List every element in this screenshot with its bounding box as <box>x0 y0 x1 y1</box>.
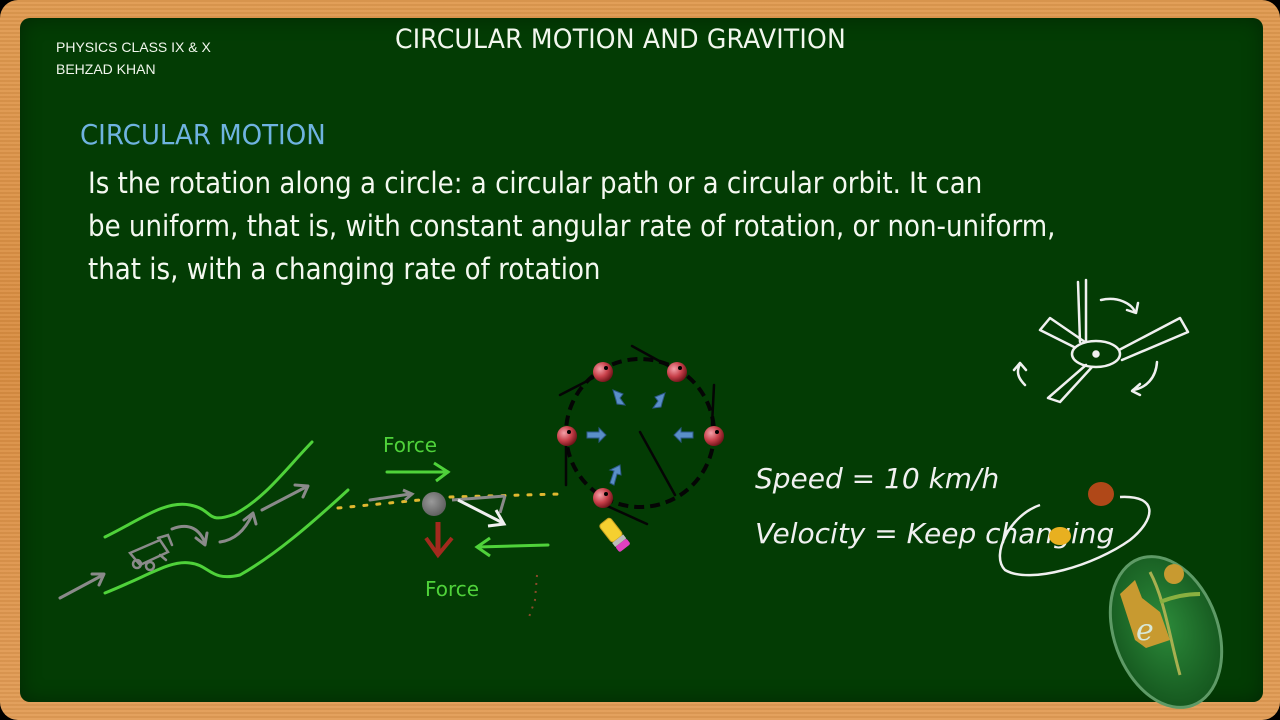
circular-motion-diagram <box>557 344 724 552</box>
ceiling-fan-icon <box>1012 278 1190 404</box>
section-title: CIRCULAR MOTION <box>80 118 326 151</box>
car-icon <box>127 533 174 572</box>
motion-arrows <box>58 483 310 600</box>
definition-text: Is the rotation along a circle: a circul… <box>88 162 1123 291</box>
orbiting-balls <box>557 362 724 508</box>
pencil-eraser-icon <box>599 517 630 552</box>
force-label-top: Force <box>383 433 437 457</box>
definition-line: Is the rotation along a circle: a circul… <box>88 166 983 200</box>
force-label-bottom: Force <box>425 577 479 601</box>
instructor-name: BEHZAD KHAN <box>56 61 156 77</box>
definition-line: be uniform, that is, with constant angul… <box>88 209 1056 243</box>
course-name: PHYSICS CLASS IX & X <box>56 39 211 55</box>
chalkboard <box>20 18 1263 702</box>
sun <box>1049 527 1071 545</box>
orbit-drawing <box>998 482 1151 577</box>
speed-note: Speed = 10 km/h <box>755 462 999 495</box>
road-drawing <box>103 440 350 595</box>
definition-line: that is, with a changing rate of rotatio… <box>88 252 601 286</box>
svg-text:e: e <box>1136 613 1154 648</box>
e-learning-logo-icon: e <box>1108 555 1224 709</box>
object-ball <box>422 492 446 516</box>
course-info: PHYSICS CLASS IX & X BEHZAD KHAN <box>56 36 211 80</box>
planet <box>1088 482 1114 506</box>
page-title: CIRCULAR MOTION AND GRAVITION <box>395 24 846 55</box>
force-diagram: Force Force <box>336 433 562 621</box>
